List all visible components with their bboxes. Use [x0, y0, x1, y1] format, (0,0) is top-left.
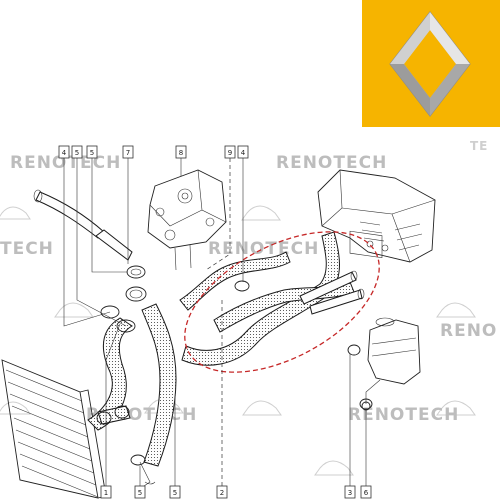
thermostat-housing	[147, 169, 227, 271]
renault-diamond-icon	[389, 11, 471, 117]
callout-label: 7	[126, 149, 130, 157]
coolant-pipe	[33, 189, 133, 261]
highlight-ellipse	[184, 231, 380, 373]
callouts-bottom: 1 5 5 2 3 6	[100, 485, 372, 499]
callout-label: 1	[104, 489, 108, 497]
hose-center-long	[141, 303, 177, 467]
callout-label: 4	[241, 149, 246, 157]
watermark-text-7: RENOTECH	[348, 405, 459, 425]
heater-pipe-stubs	[299, 270, 365, 315]
callout-label: 4	[62, 149, 67, 157]
radiator	[1, 359, 107, 499]
watermark-text-4: RENOTECH	[208, 239, 319, 259]
watermark-text-3: TECH	[0, 239, 54, 259]
callout-label: 8	[179, 149, 183, 157]
callout-label: 5	[173, 489, 177, 497]
callout-label: 9	[228, 149, 232, 157]
expansion-tank	[361, 317, 421, 411]
callout-label: 5	[75, 149, 79, 157]
watermark-text-8: TE	[470, 139, 488, 153]
callout-label: 5	[90, 149, 94, 157]
hose-left-upper	[87, 317, 133, 431]
callout-label: 6	[364, 489, 369, 497]
callout-label: 3	[348, 489, 352, 497]
callouts-top: 4 5 5 7 8 9 4	[58, 145, 249, 159]
hose-bypass-upper	[179, 251, 291, 311]
renault-logo	[362, 0, 500, 127]
callout-label: 5	[138, 489, 142, 497]
callout-label: 2	[220, 489, 224, 497]
hose-clamps	[96, 265, 373, 487]
watermark-text-5: RENO	[440, 321, 497, 341]
watermark-text-2: RENOTECH	[276, 153, 387, 173]
leader-lines	[63, 158, 367, 486]
